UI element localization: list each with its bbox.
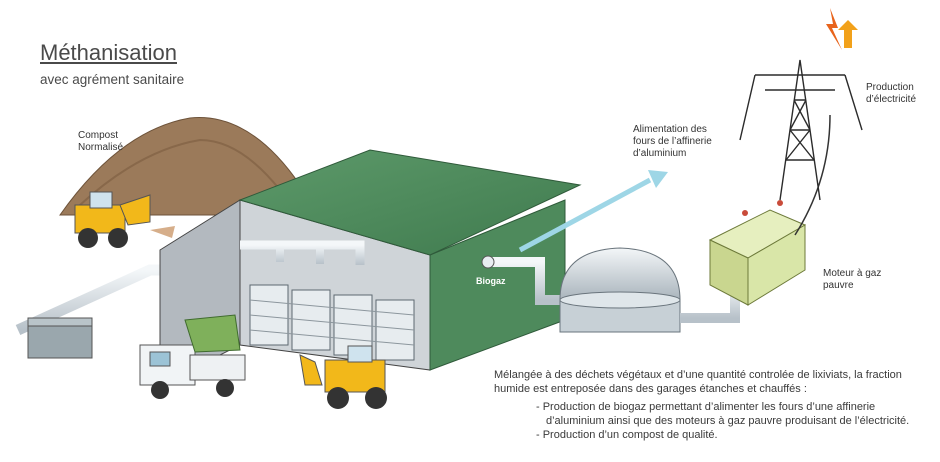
loader-compost: [74, 191, 175, 248]
label-moteur: Moteur à gaz pauvre: [823, 268, 881, 292]
label-moteur-line2: pauvre: [823, 280, 854, 291]
lightning-icon: [826, 8, 858, 50]
label-compost: Compost Normalisé: [78, 130, 123, 154]
label-alimentation-line2: fours de l’affinerie: [633, 136, 712, 147]
digester-dome: [559, 247, 681, 333]
roof: [238, 149, 582, 256]
description-list: - Production de biogaz permettant d’alim…: [494, 400, 934, 442]
page-title: Méthanisation: [40, 40, 177, 65]
compost-heap: [59, 117, 301, 216]
description-item: - Production de biogaz permettant d’alim…: [536, 401, 910, 427]
label-compost-line1: Compost: [78, 130, 119, 141]
description-intro: Mélangée à des déchets végétaux et d’une…: [494, 369, 902, 395]
tank-left: [27, 321, 93, 359]
label-alimentation-line3: d’aluminium: [633, 148, 687, 159]
label-moteur-line1: Moteur à gaz: [823, 268, 882, 279]
tipper-truck: [139, 314, 246, 399]
label-production-line2: d’électricité: [866, 94, 917, 105]
label-alimentation-line1: Alimentation des: [633, 124, 707, 135]
description-item: - Production d’un compost de qualité.: [536, 429, 718, 441]
label-biogaz: Biogaz: [476, 276, 506, 286]
label-compost-line2: Normalisé: [78, 142, 124, 153]
page-subtitle: avec agrément sanitaire: [40, 72, 185, 87]
description: Mélangée à des déchets végétaux et d’une…: [494, 368, 934, 442]
label-production: Production d’électricité: [866, 82, 916, 106]
label-production-line1: Production: [866, 82, 914, 93]
gas-engine: [708, 200, 807, 306]
label-alimentation: Alimentation des fours de l’affinerie d’…: [633, 124, 712, 160]
loader-bottom: [299, 345, 387, 409]
arrow-aluminium: [518, 177, 652, 253]
pylon: [739, 59, 863, 201]
